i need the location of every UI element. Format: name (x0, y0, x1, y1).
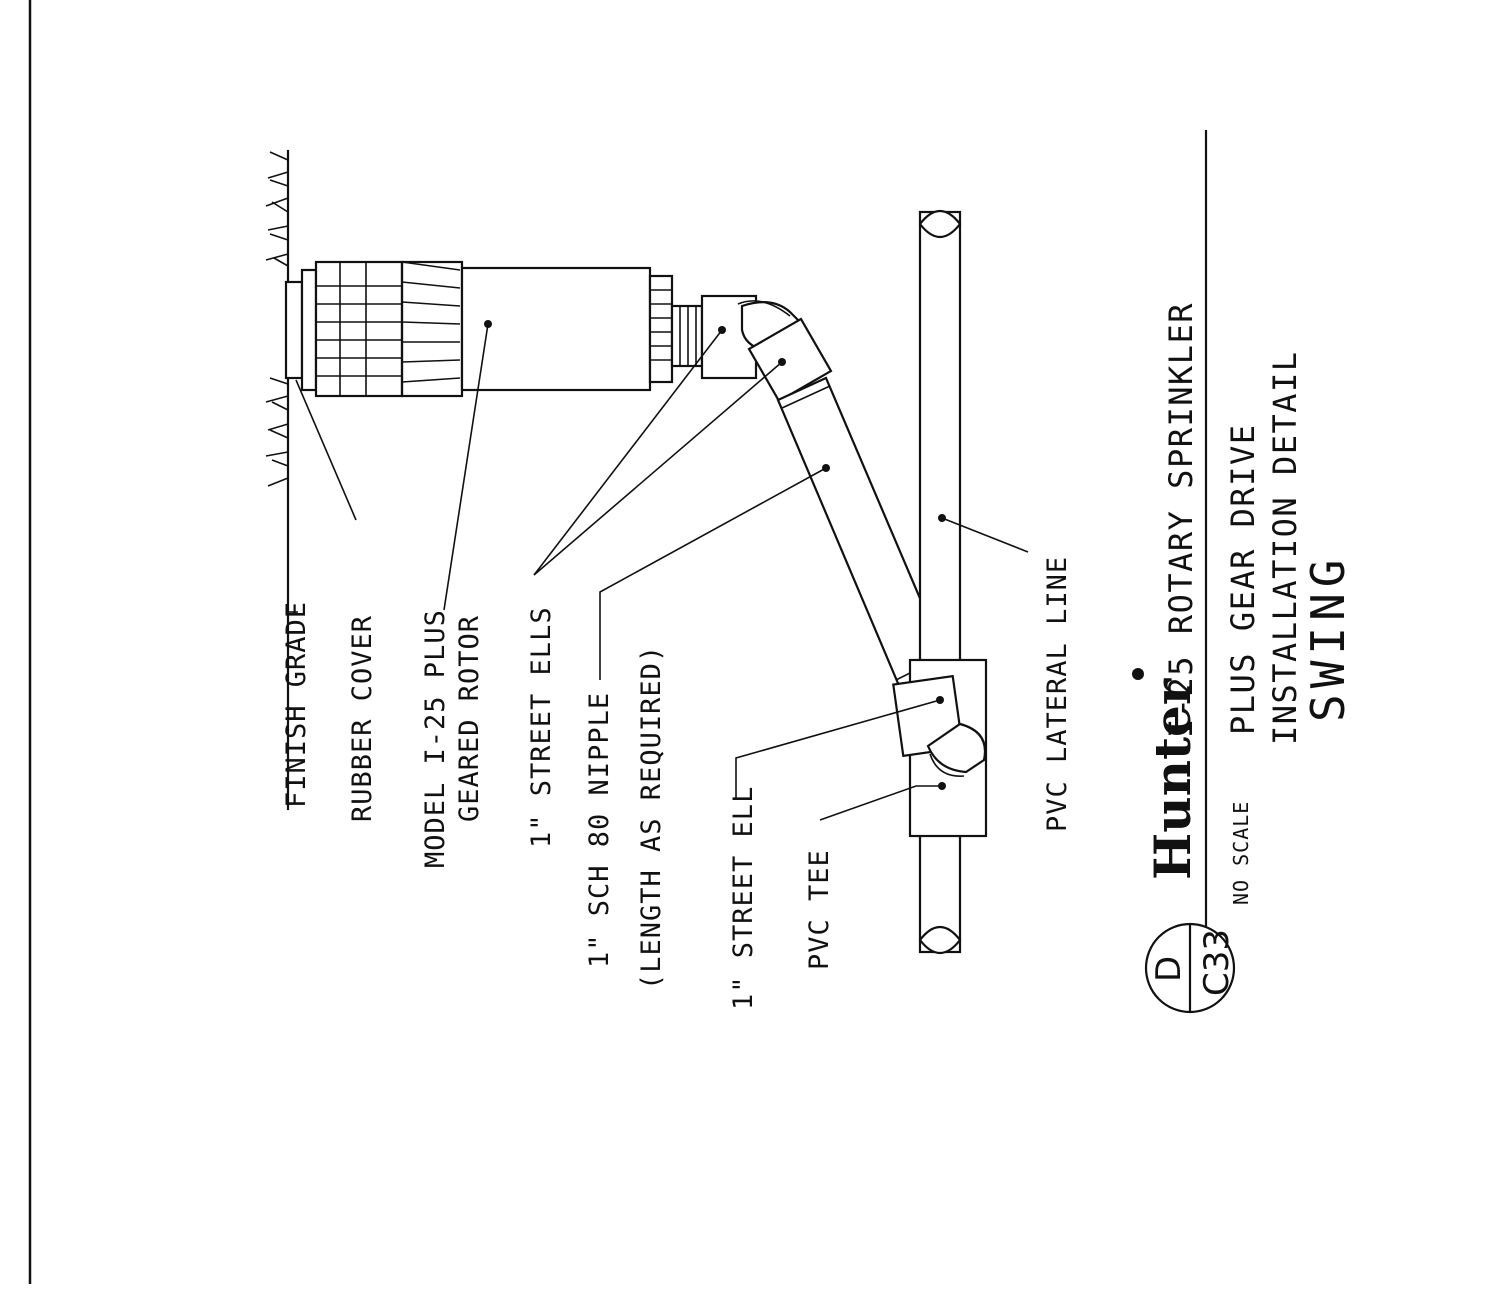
detail-id: D (1149, 956, 1189, 982)
top-street-ells (700, 294, 833, 403)
label-street-ell: 1" STREET ELL (728, 786, 759, 1010)
label-rubber-cover: RUBBER COVER (347, 615, 378, 822)
label-nipple-line1: 1" SCH 80 NIPPLE (584, 692, 615, 968)
title-block: I-25 ROTARY SPRINKLER PLUS GEAR DRIVE IN… (1132, 130, 1355, 1014)
leader-dots (484, 320, 946, 790)
sheet-ref: C33 (1197, 929, 1237, 996)
brand-logo: Hunter (1143, 678, 1202, 880)
label-street-ells: 1" STREET ELLS (526, 606, 557, 848)
rotor-body (284, 260, 704, 398)
scale-note: NO SCALE (1229, 801, 1253, 905)
label-finish-grade: FINISH GRADE (281, 601, 312, 808)
brand-dot-icon (1132, 668, 1144, 680)
grass-icon (265, 151, 289, 487)
leader-lines (288, 323, 1029, 821)
label-nipple-line2: (LENGTH AS REQUIRED) (636, 645, 667, 990)
label-pvc-lateral: PVC LATERAL LINE (1042, 556, 1073, 832)
pvc-lateral-line (918, 209, 962, 955)
title-line4: SWING (1301, 554, 1355, 722)
label-model-line2: GEARED ROTOR (454, 615, 485, 822)
bottom-street-ell (892, 674, 987, 777)
title-main: I-25 ROTARY SPRINKLER (1162, 302, 1200, 738)
title-line2: PLUS GEAR DRIVE (1224, 424, 1262, 735)
title-line3: INSTALLATION DETAIL (1266, 350, 1304, 745)
label-model-line1: MODEL I-25 PLUS (420, 609, 451, 868)
label-pvc-tee: PVC TEE (804, 849, 835, 970)
